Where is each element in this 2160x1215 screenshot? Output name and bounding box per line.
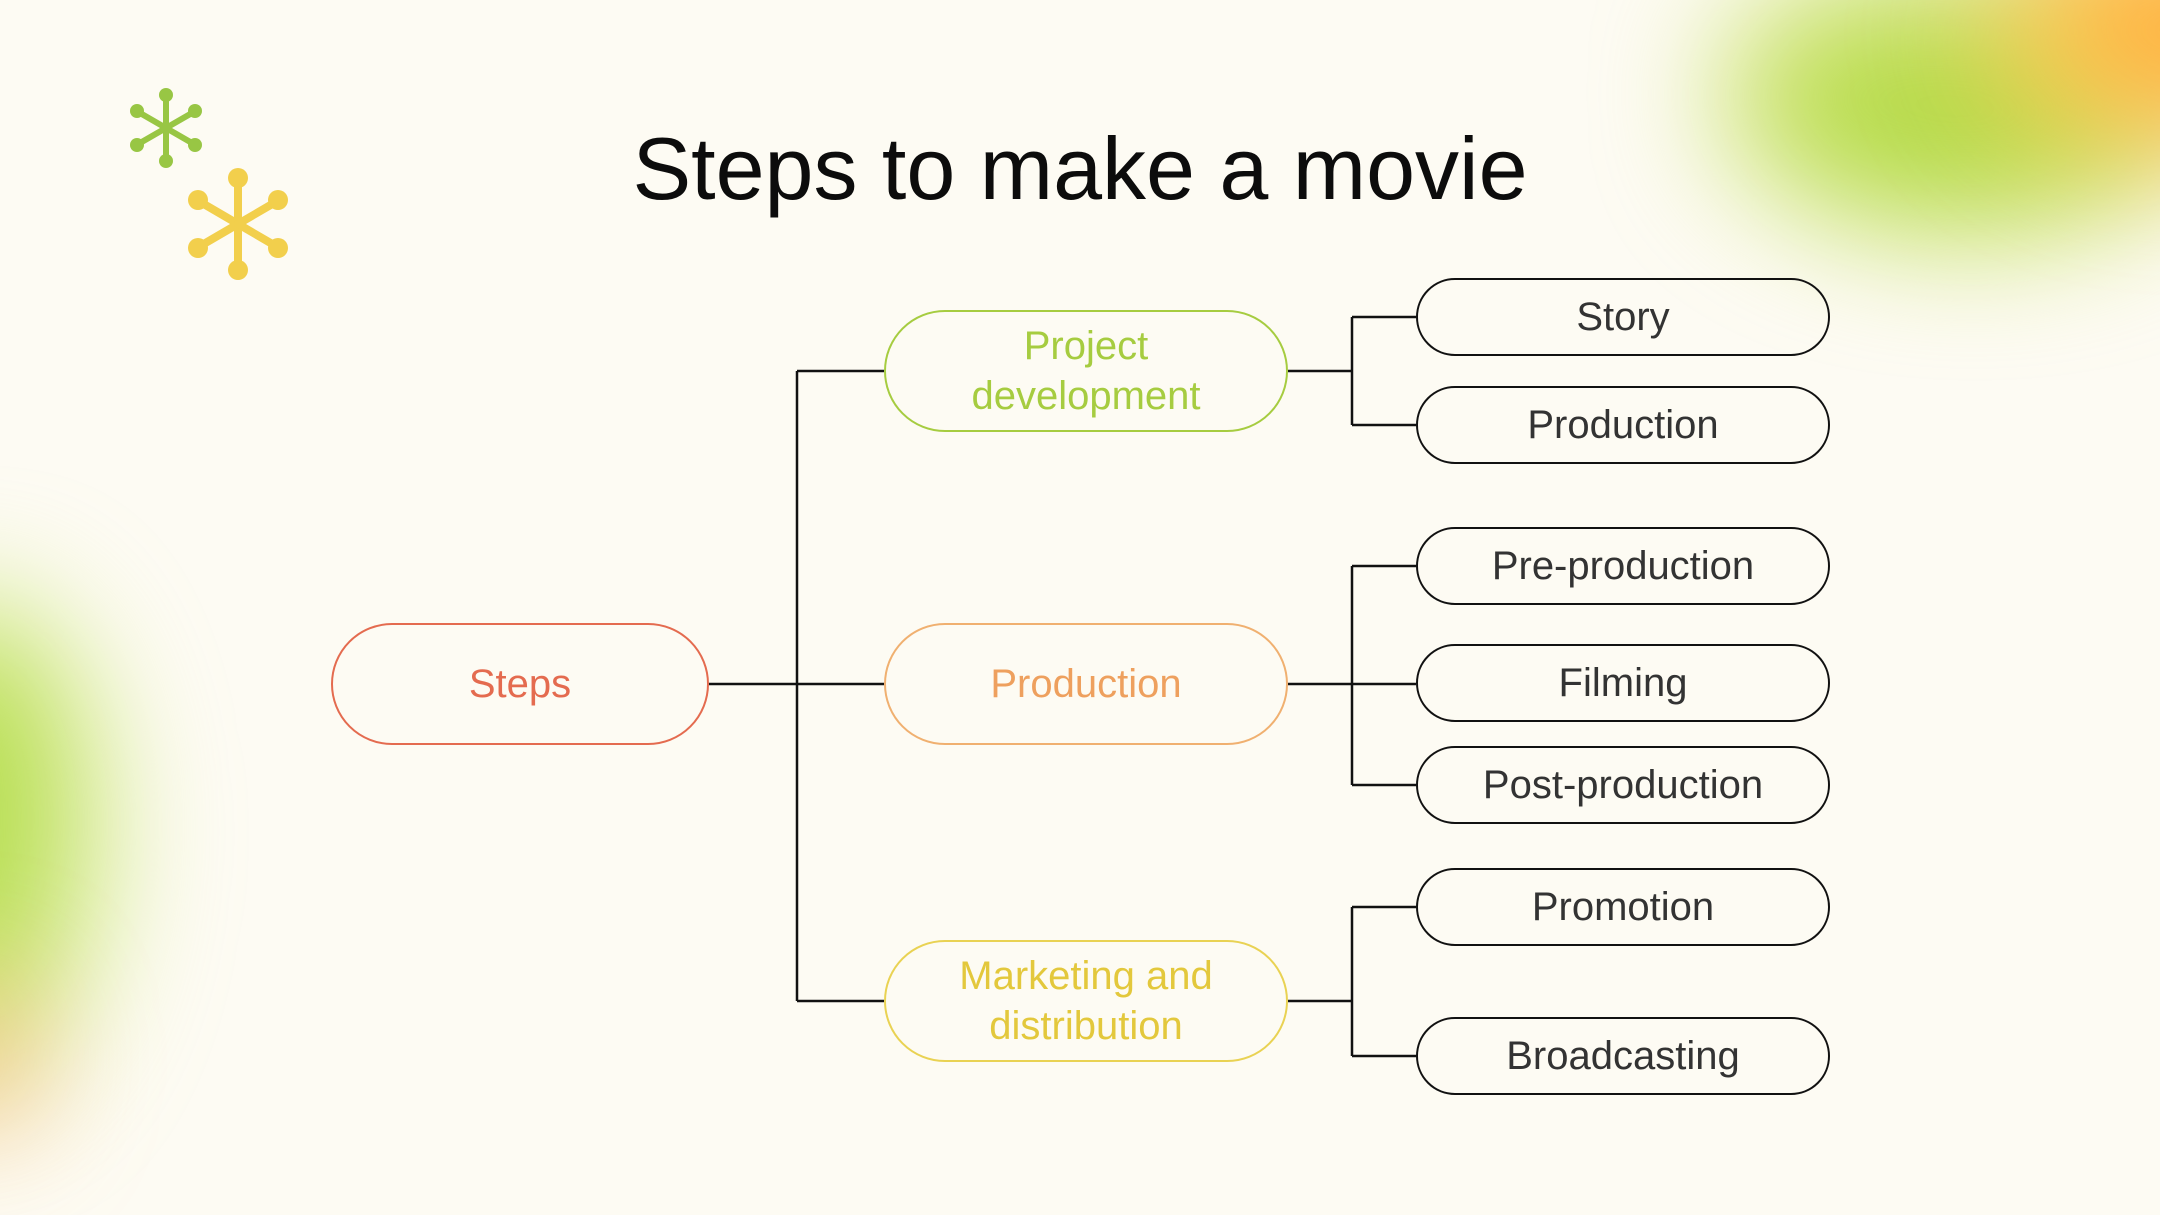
green-asterisk-icon [130, 88, 202, 168]
leaf-node-label: Broadcasting [1506, 1034, 1740, 1078]
branch-node-label: Project development [971, 324, 1201, 418]
asterisk-decoration [130, 88, 288, 280]
leaf-node-label: Pre-production [1491, 544, 1755, 588]
leaf-node-broadcasting[interactable]: Broadcasting [1416, 1017, 1830, 1095]
branch-node-label: Production [990, 662, 1182, 706]
leaf-node-label: Filming [1558, 661, 1688, 705]
root-node-label: Steps [468, 662, 572, 706]
leaf-node-post-production[interactable]: Post-production [1416, 746, 1830, 824]
leaf-node-story[interactable]: Story [1416, 278, 1830, 356]
leaf-node-label: Production [1527, 403, 1719, 447]
root-node-steps[interactable]: Steps [331, 623, 709, 745]
yellow-asterisk-icon [188, 168, 288, 280]
leaf-node-filming[interactable]: Filming [1416, 644, 1830, 722]
leaf-node-promotion[interactable]: Promotion [1416, 868, 1830, 946]
leaf-node-pre-production[interactable]: Pre-production [1416, 527, 1830, 605]
branch-node-marketing-and-distribution[interactable]: Marketing and distribution [884, 940, 1288, 1062]
leaf-node-production[interactable]: Production [1416, 386, 1830, 464]
page-title: Steps to make a movie [632, 119, 1528, 218]
branch-node-production[interactable]: Production [884, 623, 1288, 745]
leaf-node-label: Promotion [1531, 885, 1715, 929]
branch-node-project-development[interactable]: Project development [884, 310, 1288, 432]
branch-node-label: Marketing and distribution [959, 954, 1213, 1048]
leaf-node-label: Post-production [1482, 763, 1764, 807]
leaf-node-label: Story [1576, 295, 1670, 339]
